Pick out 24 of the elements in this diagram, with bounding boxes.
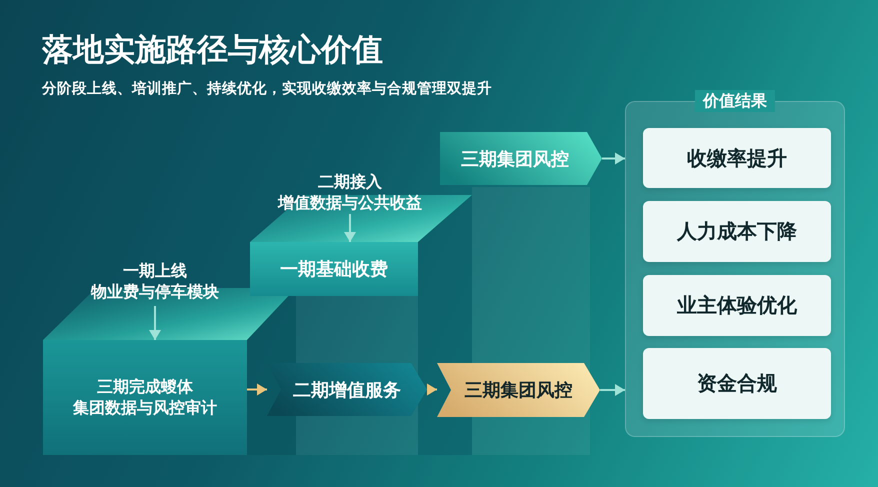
step-front-face bbox=[43, 340, 247, 455]
step-text: 三期完成蝬体 bbox=[97, 376, 193, 398]
phase-detail: 物业费与停车模块 bbox=[91, 282, 219, 303]
arrow bbox=[602, 152, 625, 164]
panel-title: 价值结果 bbox=[695, 90, 775, 112]
phase-tag: 三期集团风控 bbox=[440, 132, 602, 185]
result-card: 人力成本下降 bbox=[643, 201, 831, 262]
phase-detail: 增值数据与公共收益 bbox=[278, 192, 422, 214]
subtitle: 分阶段上线、培训推广、持续优化，实现收缴效率与合规管理双提升 bbox=[42, 79, 492, 99]
page-title: 落地实施路径与核心价值 bbox=[42, 31, 383, 69]
step-text: 集团数据与风控审计 bbox=[73, 398, 217, 418]
arrow bbox=[149, 306, 161, 340]
step-front-face: 一期基础收费 bbox=[250, 242, 418, 296]
result-card: 业主体验优化 bbox=[643, 275, 831, 336]
arrow bbox=[344, 214, 356, 242]
phase-title: 二期接入 bbox=[318, 172, 382, 192]
arrow bbox=[247, 384, 267, 396]
phase-title: 一期上线 bbox=[123, 261, 187, 282]
arrow bbox=[600, 384, 625, 396]
arrow bbox=[427, 384, 437, 396]
result-card: 资金合规 bbox=[643, 348, 831, 419]
result-card: 收缴率提升 bbox=[643, 128, 831, 188]
phase-tag: 二期增值服务 bbox=[267, 363, 427, 416]
phase-tag: 三期集团风控 bbox=[437, 363, 600, 417]
